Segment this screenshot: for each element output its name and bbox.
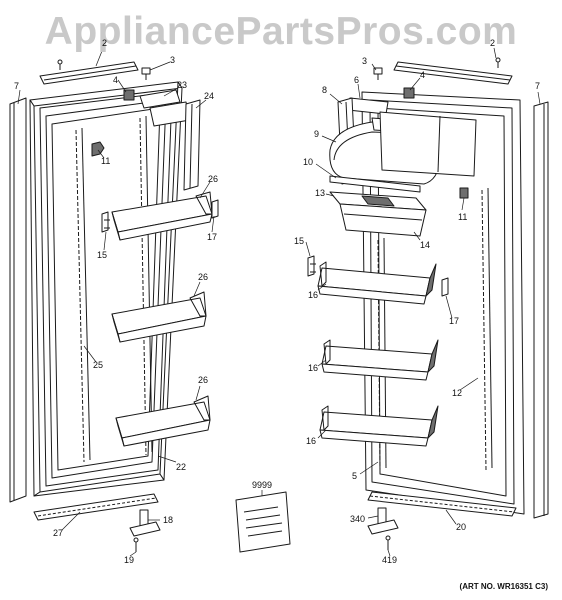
callout-15-right: 15: [294, 236, 305, 246]
butter-tray: [329, 191, 427, 237]
callout-12: 12: [452, 388, 463, 398]
right-clip-4: [403, 87, 415, 99]
compartment-hinge-strip: [329, 175, 421, 193]
callout-5: 5: [352, 471, 358, 481]
left-door-gasket: [29, 81, 183, 497]
callout-3-right: 3: [362, 56, 368, 66]
callout-4-left: 4: [113, 75, 119, 85]
callout-20: 20: [456, 522, 467, 532]
right-door-bin-1: [317, 261, 437, 305]
left-top-hinge-cover: [39, 61, 139, 85]
left-door-rails: [75, 115, 153, 463]
callout-4-right: 4: [420, 70, 426, 80]
callout-340: 340: [350, 514, 366, 524]
callout-6: 6: [354, 75, 360, 85]
left-bracket-17: [211, 199, 219, 219]
left-door-bin-2: [111, 291, 207, 343]
right-clip-11: [459, 187, 469, 199]
callout-9999: 9999: [252, 480, 273, 490]
left-bottom-hinge-cover: [33, 493, 159, 521]
callout-26-top: 26: [208, 174, 219, 184]
callout-13: 13: [315, 188, 326, 198]
left-screw-3: [141, 67, 151, 80]
callout-9: 9: [314, 129, 320, 139]
callout-15-left: 15: [97, 250, 108, 260]
callout-10: 10: [303, 157, 314, 167]
callout-419: 419: [382, 555, 398, 565]
callout-26-middle: 26: [198, 272, 209, 282]
right-top-hinge-cover: [393, 61, 513, 85]
left-bracket-15: [101, 211, 110, 233]
right-bracket-15: [307, 255, 316, 277]
left-vertical-trim: [183, 99, 201, 191]
callout-23: 23: [177, 80, 188, 90]
left-clip-4: [123, 89, 135, 101]
callout-24: 24: [204, 91, 215, 101]
left-bottom-hinge: [129, 509, 161, 552]
callout-27: 27: [53, 528, 64, 538]
callout-17-right: 17: [449, 316, 460, 326]
left-door-bin-1: [111, 191, 213, 241]
callout-11-right: 11: [458, 212, 468, 222]
right-door-side-trim: [533, 101, 549, 519]
instructions-booklet: [235, 491, 291, 553]
right-screw-3: [373, 67, 383, 80]
right-bottom-hinge: [367, 507, 399, 550]
leader-lines: [17, 45, 541, 557]
callout-7-left: 7: [14, 81, 20, 91]
callout-16-middle: 16: [308, 363, 319, 373]
callout-11-left: 11: [101, 156, 111, 166]
right-door-bin-3: [319, 405, 439, 447]
callout-22: 22: [176, 462, 187, 472]
left-clip-11: [91, 141, 105, 157]
callout-7-right: 7: [535, 81, 541, 91]
callout-2-left: 2: [102, 38, 108, 48]
callout-14: 14: [420, 240, 431, 250]
callout-8: 8: [322, 85, 328, 95]
art-number: (ART NO. WR16351 C3): [459, 582, 548, 591]
left-door-side-trim: [9, 97, 27, 503]
callout-26-bottom: 26: [198, 375, 209, 385]
callout-19: 19: [124, 555, 135, 565]
dairy-compartment-housing: [379, 111, 477, 177]
right-bottom-hinge-cover: [367, 491, 517, 517]
callout-16-bottom: 16: [306, 436, 317, 446]
callout-16-top: 16: [308, 290, 319, 300]
callout-3-left: 3: [170, 55, 176, 65]
callout-25: 25: [93, 360, 104, 370]
callout-17-left: 17: [207, 232, 218, 242]
callout-2-right: 2: [490, 38, 496, 48]
right-bracket-17: [441, 277, 449, 297]
left-door-bin-3: [115, 395, 211, 447]
right-door-bin-2: [321, 339, 439, 381]
callout-18: 18: [163, 515, 174, 525]
